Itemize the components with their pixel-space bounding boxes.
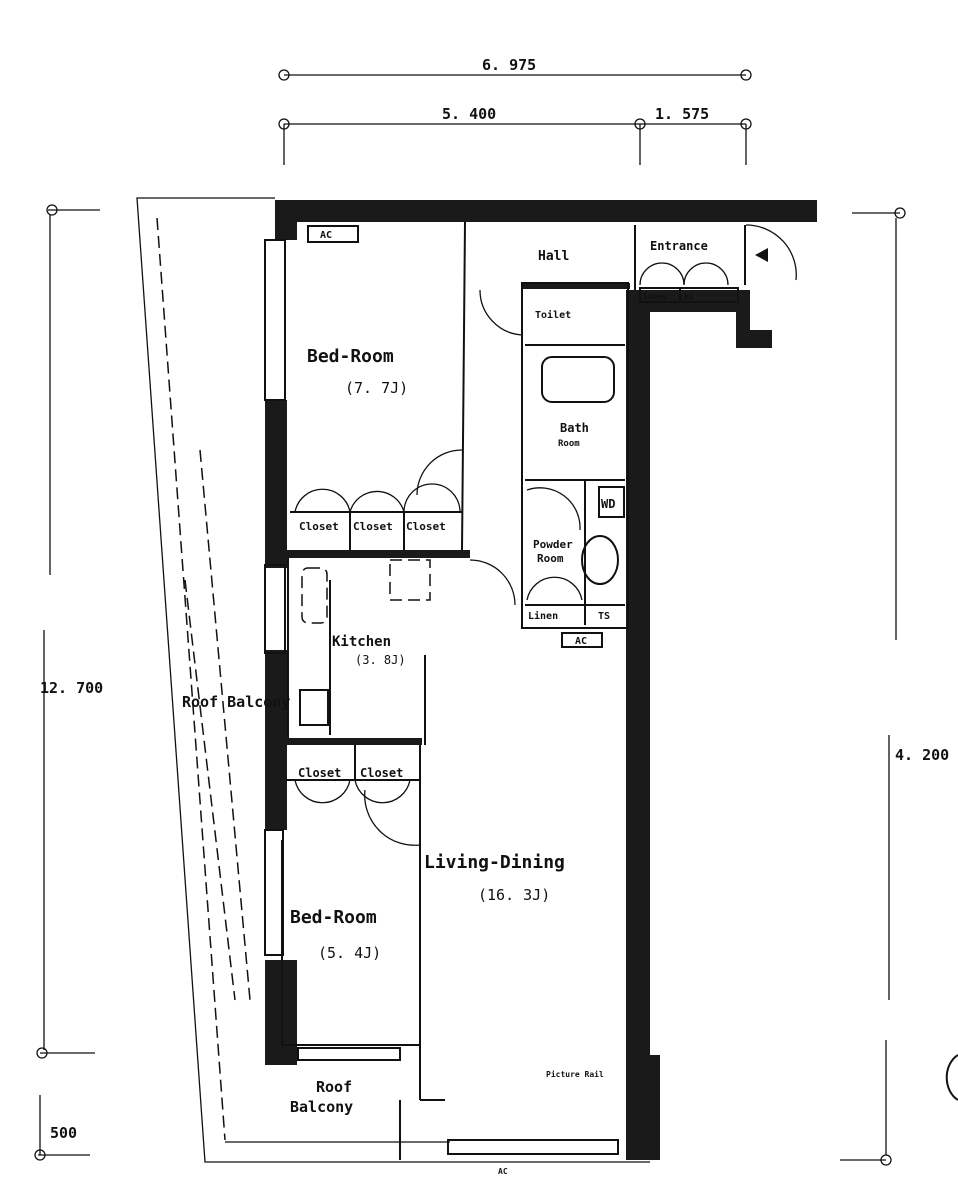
living-dining-label: Living-Dining	[424, 852, 565, 873]
closet-mid-1: Closet	[298, 766, 341, 780]
ac-bottom-label: AC	[498, 1167, 508, 1176]
kitchen-label: Kitchen	[332, 634, 391, 650]
bedroom1-area: (7. 7J)	[345, 379, 408, 397]
living-dining-area: (16. 3J)	[478, 886, 550, 904]
closet-mid-2: Closet	[360, 766, 403, 780]
shoes-label: Shoes	[643, 292, 667, 301]
balcony-outline	[136, 197, 650, 1163]
bath-label: Bath	[560, 421, 589, 435]
closet-top-2: Closet	[353, 520, 393, 533]
dimension-lines-top	[278, 69, 752, 165]
dimension-right-main: 4. 200	[895, 746, 949, 764]
picture-rail-label: Picture Rail	[546, 1069, 604, 1079]
dimension-left-small: 500	[50, 1124, 77, 1142]
bedroom1-label: Bed-Room	[307, 346, 394, 367]
bedroom2-label: Bed-Room	[290, 907, 377, 928]
bath-label2: Room	[558, 439, 580, 449]
dimension-lines-left	[34, 204, 100, 1161]
dimension-top-right: 1. 575	[655, 105, 709, 123]
dimension-top-left: 5. 400	[442, 105, 496, 123]
hall-label: Hall	[538, 249, 569, 264]
closet-top-3: Closet	[406, 520, 446, 533]
powder-label2: Room	[537, 552, 564, 565]
dimension-top-total: 6. 975	[482, 56, 536, 74]
partitions	[264, 221, 797, 1160]
roof-balcony-label: Roof	[316, 1078, 352, 1096]
ac-top-label: AC	[320, 230, 332, 241]
shoes-kk-label: kk	[684, 292, 694, 301]
dimension-left-main: 12. 700	[40, 679, 103, 697]
entrance-label: Entrance	[650, 239, 708, 253]
roof-balcony-label2: Balcony	[290, 1098, 353, 1116]
dimension-lines-right	[840, 207, 958, 1166]
bedroom2-area: (5. 4J)	[318, 944, 381, 962]
ts-label: TS	[598, 611, 610, 622]
closet-top-1: Closet	[299, 520, 339, 533]
linen-label: Linen	[528, 610, 558, 622]
kitchen-area: (3. 8J)	[355, 653, 406, 667]
ac-mid-label: AC	[575, 636, 587, 647]
powder-label: Powder	[533, 538, 573, 551]
toilet-label: Toilet	[535, 309, 571, 321]
wd-label: WD	[601, 497, 615, 511]
roof-balcony-side-label: Roof Balcony	[182, 693, 290, 711]
